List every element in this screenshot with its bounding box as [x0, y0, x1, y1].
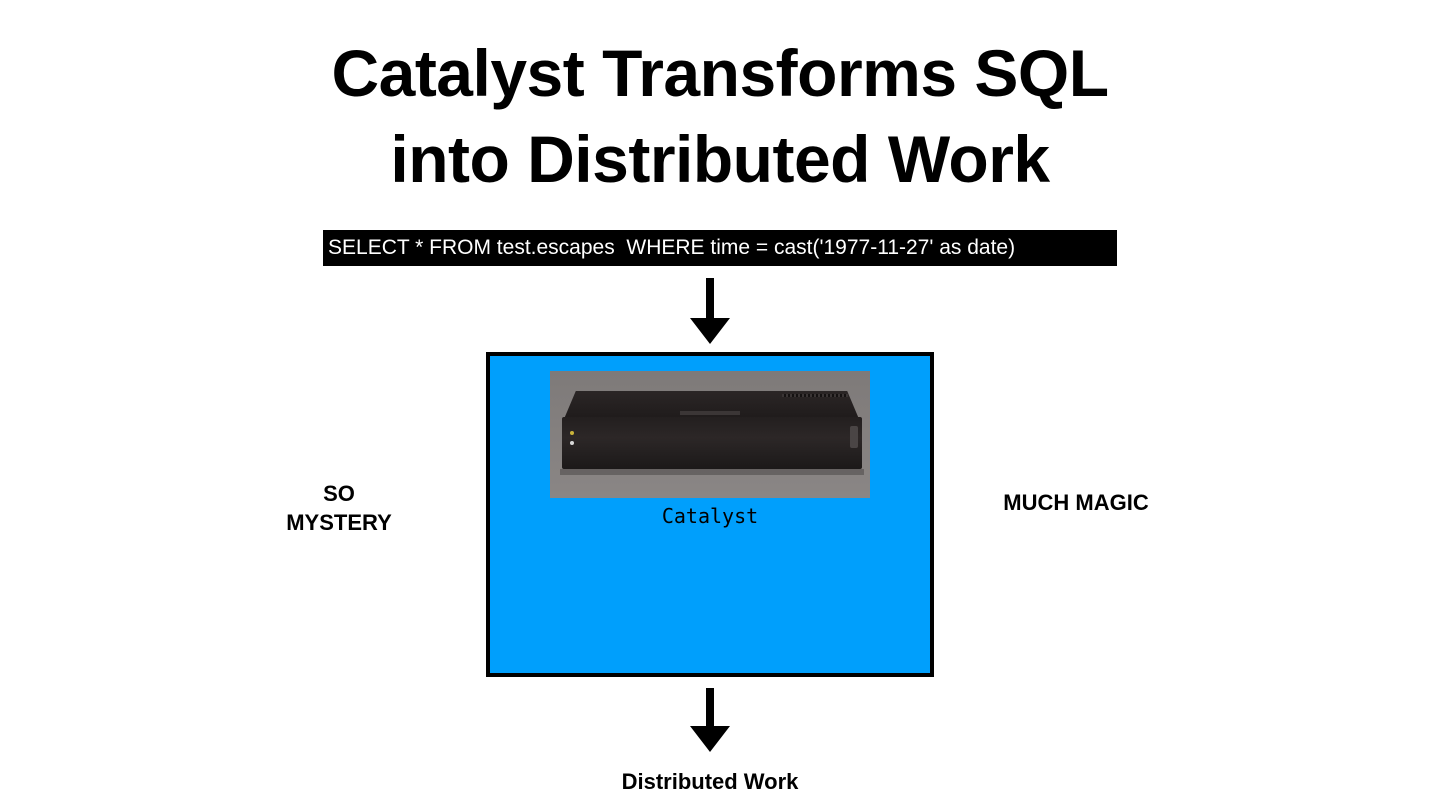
distributed-work-label: Distributed Work: [621, 769, 799, 794]
slide-title: Catalyst Transforms SQL into Distributed…: [0, 30, 1440, 202]
sql-query-box: SELECT * FROM test.escapes WHERE time = …: [323, 230, 1117, 266]
down-arrow-icon-input: [690, 278, 730, 344]
so-mystery-line-1: SO: [323, 481, 355, 506]
so-mystery-label: SO MYSTERY: [269, 479, 409, 537]
so-mystery-line-2: MYSTERY: [286, 510, 392, 535]
slide-title-line-2: into Distributed Work: [390, 122, 1050, 196]
much-magic-label: MUCH MAGIC: [1003, 490, 1149, 515]
server-appliance-image: [550, 371, 870, 498]
catalyst-box: Catalyst: [486, 352, 934, 677]
down-arrow-icon-output: [690, 688, 730, 752]
slide-title-line-1: Catalyst Transforms SQL: [331, 36, 1109, 110]
catalyst-label: Catalyst: [661, 504, 759, 528]
